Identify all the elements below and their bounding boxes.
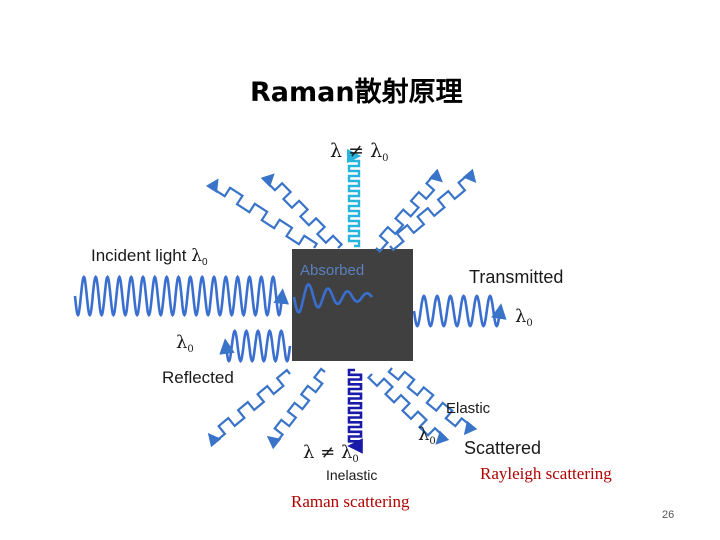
sample-box [292,249,413,361]
reflected-label: Reflected [162,368,234,387]
raman-scattering-label: Raman scattering [291,492,410,511]
incident-light-label: Incident light λ0 [91,246,208,268]
elastic-lambda-label: λ0 [418,424,436,447]
absorbed-wave [292,282,373,314]
reflected-wave [219,329,292,363]
transmitted-lambda-label: λ0 [515,306,533,329]
raman-upward-wave [346,148,362,248]
elastic-label: Elastic [446,400,491,417]
lambda-shifted-label-bottom: λ ≠ λ0 [303,442,359,465]
rayleigh-scattering-label: Rayleigh scattering [480,464,612,483]
absorbed-label: Absorbed [300,262,365,279]
inelastic-label: Inelastic [326,467,378,483]
scattered-wave-upper-right [375,168,443,253]
scattered-wave-upper-left [205,178,319,249]
transmitted-label: Transmitted [469,267,564,287]
raman-downward-wave [347,368,363,454]
scattered-wave-upper-left-steep [260,173,344,249]
page-number: 26 [662,509,675,521]
scattered-wave-lower-right-steep [387,367,478,436]
lambda-shifted-label-top: λ ≠ λ0 [330,140,389,164]
scattered-wave-lower-left [207,368,291,448]
page-title: Raman散射原理 [250,77,463,108]
reflected-lambda-label: λ0 [176,332,194,355]
scattered-label: Scattered [464,438,542,458]
scattered-wave-lower-right [366,373,450,445]
scattered-wave-lower-left-steep [266,367,326,450]
transmitted-wave [412,294,507,328]
incident-light-wave [73,274,289,318]
scattered-wave-upper-right-steep [389,168,477,252]
